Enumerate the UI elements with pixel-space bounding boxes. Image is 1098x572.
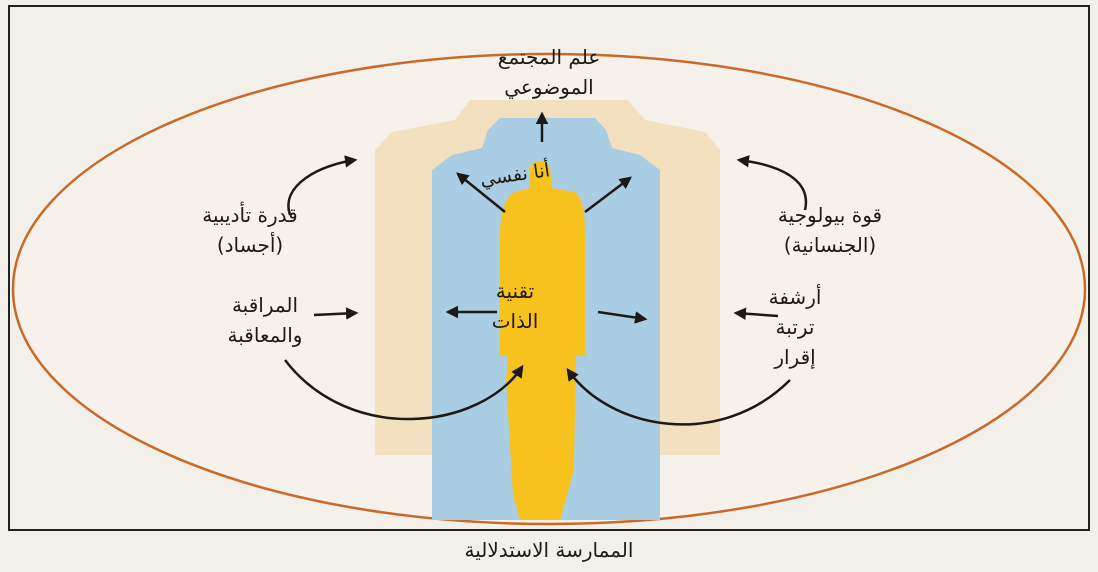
label-archiving-ranking-confession: أرشفة ترتبة إقرار: [745, 282, 845, 372]
label-biopower: قوة بيولوجية (الجنسانية): [730, 200, 930, 260]
label-line: (الجنسانية): [730, 230, 930, 260]
human-figure: [500, 161, 585, 520]
label-line: والمعاقبة: [210, 320, 320, 350]
label-line: علم المجتمع: [449, 42, 649, 72]
label-disciplinary-power: قدرة تأديبية (أجساد): [150, 200, 350, 260]
label-line: قوة بيولوجية: [730, 200, 930, 230]
label-line: (أجساد): [150, 230, 350, 260]
label-line: المراقبة: [210, 290, 320, 320]
label-surveillance-punishment: المراقبة والمعاقبة: [210, 290, 320, 350]
label-line: ترتبة: [745, 312, 845, 342]
label-line: الذات: [470, 306, 560, 336]
label-technology-of-self: تقنية الذات: [470, 276, 560, 336]
label-line: الموضوعي: [449, 72, 649, 102]
label-discursive-practice: الممارسة الاستدلالية: [399, 535, 699, 565]
label-line: أرشفة: [745, 282, 845, 312]
label-line: إقرار: [745, 342, 845, 372]
label-line: قدرة تأديبية: [150, 200, 350, 230]
label-line: تقنية: [470, 276, 560, 306]
label-objective-sociology: علم المجتمع الموضوعي: [449, 42, 649, 102]
label-line: الممارسة الاستدلالية: [399, 535, 699, 565]
